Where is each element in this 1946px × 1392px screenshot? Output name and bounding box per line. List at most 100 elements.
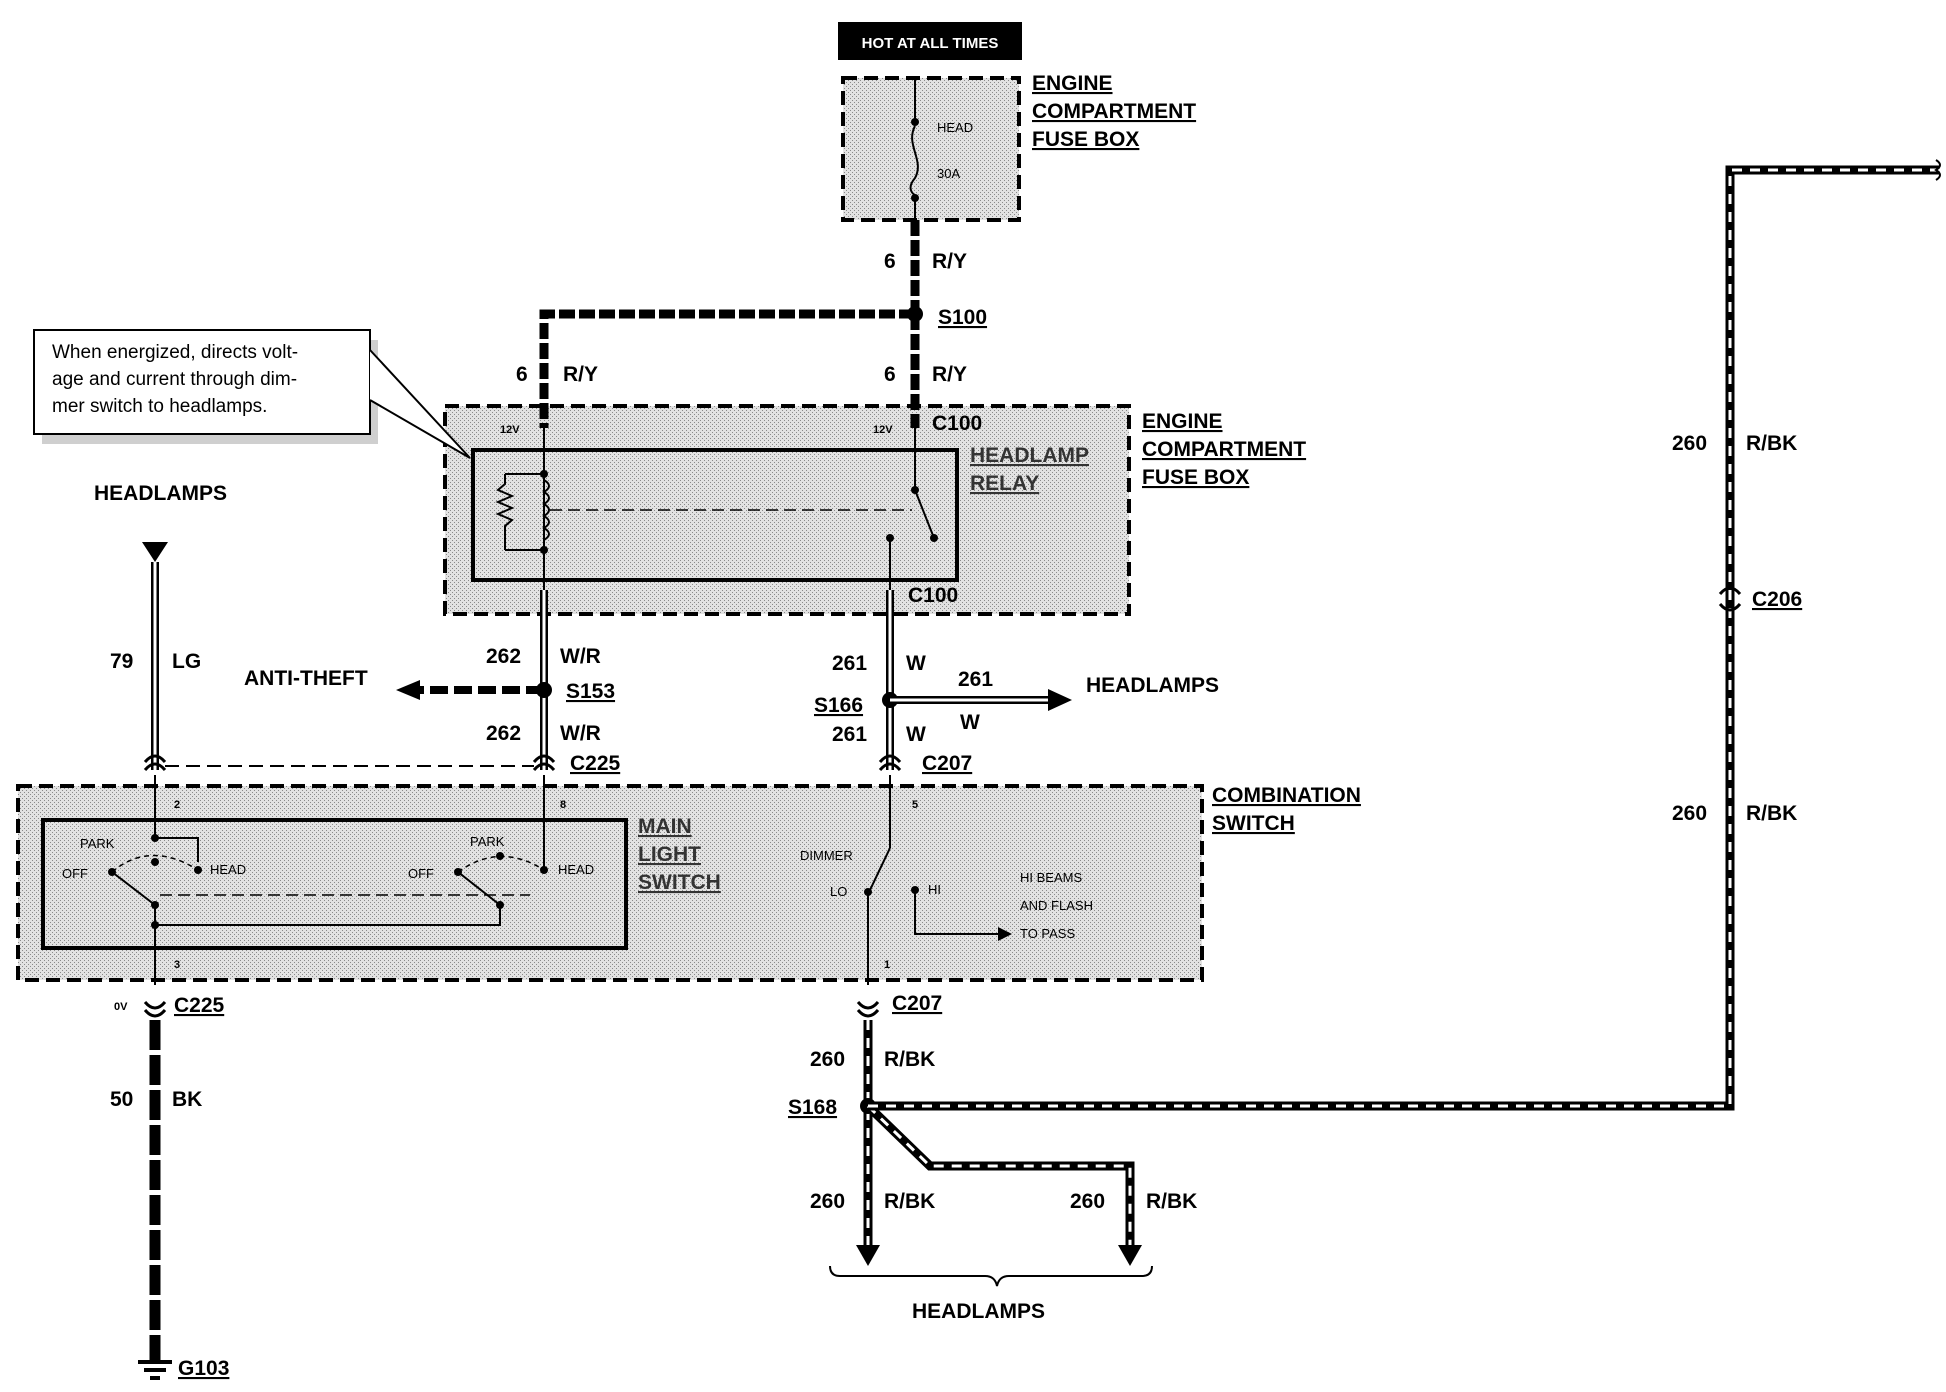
dimmer-lo-label: LO <box>830 884 847 899</box>
wire-ry-label-left: R/Y <box>563 363 598 386</box>
mls-park-contact-left <box>151 858 159 866</box>
relay-line2: RELAY <box>970 472 1039 495</box>
callout-line1: When energized, directs volt- <box>52 342 298 363</box>
wire-260-label-br: 260 <box>1070 1190 1105 1213</box>
wire-w-label-bottom: W <box>906 723 926 746</box>
mls-swing-right <box>457 855 545 873</box>
relay-fusebox-line2: COMPARTMENT <box>1142 438 1306 461</box>
main-light-switch-line2: LIGHT <box>638 843 701 866</box>
splice-s166-label: S166 <box>814 694 863 717</box>
combination-switch-line1: COMBINATION <box>1212 784 1361 807</box>
headlamps-bottom-arrow-right <box>1118 1245 1142 1266</box>
combination-switch-line2: SWITCH <box>1212 812 1295 835</box>
connector-c225-top-symbol-right <box>532 754 556 772</box>
wire-rbk-label-main: R/BK <box>884 1048 935 1071</box>
headlamps-right-arrow <box>1048 689 1072 711</box>
wire-79-label: 79 <box>110 650 133 673</box>
wire-wr-label-top: W/R <box>560 645 601 668</box>
hi-note-line3: TO PASS <box>1020 926 1075 941</box>
fuse-name: HEAD <box>937 120 973 135</box>
top-fusebox-line3: FUSE BOX <box>1032 128 1139 151</box>
callout-line3: mer switch to headlamps. <box>52 396 267 417</box>
wire-wr-label-bottom: W/R <box>560 722 601 745</box>
dimmer-hi-arrow <box>998 927 1012 941</box>
relay-contact-arm <box>914 489 935 539</box>
headlamps-brace <box>829 1265 1153 1287</box>
mls-off-label-left: OFF <box>62 866 88 881</box>
wire-262-label-bottom: 262 <box>486 722 521 745</box>
pin-8: 8 <box>560 799 566 811</box>
wire-260-right <box>868 165 1940 1111</box>
connector-c100-bottom: C100 <box>908 584 958 607</box>
connector-c225-top: C225 <box>570 752 621 775</box>
relay-12v-right: 12V <box>873 424 893 436</box>
fuse-element <box>909 125 919 196</box>
splice-s153-label: S153 <box>566 680 615 703</box>
mls-common-node-right <box>496 901 504 909</box>
wire-lg-label: LG <box>172 650 201 673</box>
main-light-switch-box <box>41 818 628 950</box>
wire-260-label-r2: 260 <box>1672 802 1707 825</box>
wire-260-branch <box>864 1102 1135 1245</box>
splice-s100-label: S100 <box>938 306 987 329</box>
connector-c206-symbol <box>1718 586 1742 612</box>
ground-0v-label: 0V <box>114 1001 128 1013</box>
headlamps-bottom-arrow-left <box>856 1245 880 1266</box>
pin-5: 5 <box>912 799 918 811</box>
ground-g103: G103 <box>178 1357 229 1380</box>
wire-260-branch-inner <box>866 1104 1132 1245</box>
splice-s168-label: S168 <box>788 1096 837 1119</box>
wire-262-label-top: 262 <box>486 645 521 668</box>
relay-resistor <box>495 474 515 550</box>
wire-rbk-label-bl: R/BK <box>884 1190 935 1213</box>
top-fusebox-shade <box>841 76 1021 222</box>
mls-park-link-left <box>155 837 199 862</box>
headlamps-top-arrow <box>142 542 168 562</box>
main-light-switch-line3: SWITCH <box>638 871 721 894</box>
mls-swing-left <box>111 854 199 873</box>
connector-c207-top-symbol <box>878 754 902 772</box>
relay-line1: HEADLAMP <box>970 444 1089 467</box>
wire-rbk-label-r1: R/BK <box>1746 432 1797 455</box>
wire-6-label-left: 6 <box>516 363 528 386</box>
wire-ry-label-right: R/Y <box>932 363 967 386</box>
connector-c225-bottom-symbol <box>143 1000 167 1018</box>
pin-1: 1 <box>884 959 890 971</box>
mls-head-label-right: HEAD <box>558 862 594 877</box>
relay-coil-winding <box>542 479 550 541</box>
wire-261-label-bottom: 261 <box>832 723 867 746</box>
fuse-amp: 30A <box>937 166 960 181</box>
connector-c207-bottom: C207 <box>892 992 942 1015</box>
relay-box <box>471 448 959 582</box>
wire-261-label-top: 261 <box>832 652 867 675</box>
relay-12v-left: 12V <box>500 424 520 436</box>
anti-theft-label: ANTI-THEFT <box>244 667 368 690</box>
headlamps-bottom-label: HEADLAMPS <box>912 1300 1045 1323</box>
mls-park-label-right: PARK <box>470 834 505 849</box>
headlamps-right-label: HEADLAMPS <box>1086 674 1219 697</box>
main-light-switch-line1: MAIN <box>638 815 692 838</box>
wire-6-label-top: 6 <box>884 250 896 273</box>
connector-c100-top: C100 <box>932 412 982 435</box>
mls-park-label-left: PARK <box>80 836 115 851</box>
mls-ground-link <box>155 905 501 926</box>
mls-head-label-left: HEAD <box>210 862 246 877</box>
callout-pointer <box>369 349 471 459</box>
mls-switch-arm-left <box>111 871 156 906</box>
wire-rbk-label-r2: R/BK <box>1746 802 1797 825</box>
wire-w-label-right: W <box>960 711 980 734</box>
wire-260-label-main: 260 <box>810 1048 845 1071</box>
top-fusebox-line2: COMPARTMENT <box>1032 100 1196 123</box>
connector-c225-top-symbol-left <box>143 754 167 772</box>
hi-note-line2: AND FLASH <box>1020 898 1093 913</box>
connector-c206: C206 <box>1752 588 1802 611</box>
wire-w-label-top: W <box>906 652 926 675</box>
connector-c207-top: C207 <box>922 752 972 775</box>
hot-label: HOT AT ALL TIMES <box>862 35 999 52</box>
dimmer-label: DIMMER <box>800 848 853 863</box>
dimmer-hi-label: HI <box>928 882 941 897</box>
hi-note-line1: HI BEAMS <box>1020 870 1082 885</box>
relay-fusebox-line3: FUSE BOX <box>1142 466 1249 489</box>
wire-bk-label: BK <box>172 1088 202 1111</box>
